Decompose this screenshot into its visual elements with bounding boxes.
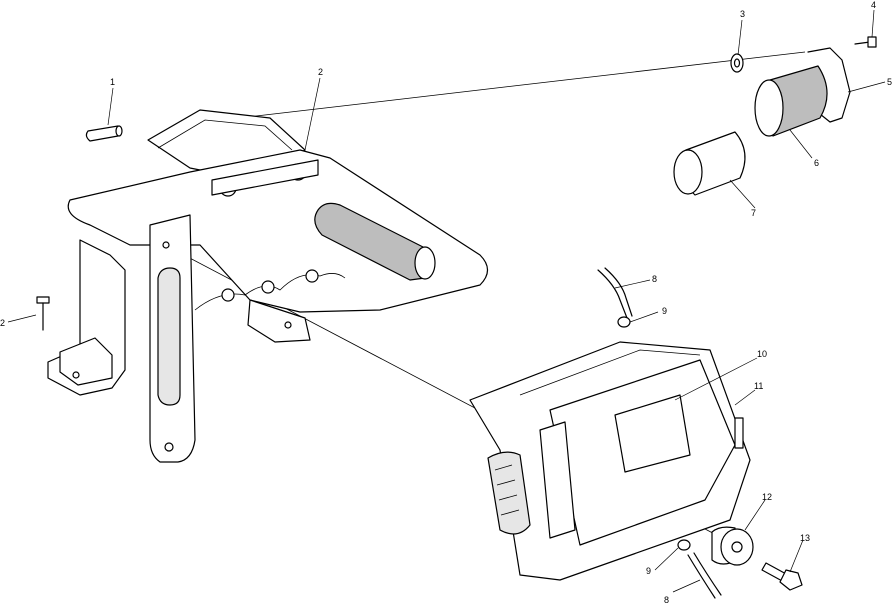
callout-4: 4 [871, 0, 876, 10]
part-8-wire-upper [597, 267, 633, 319]
part-3-star-washer [730, 53, 744, 73]
part-2-screw [36, 296, 50, 331]
callout-7: 7 [751, 208, 756, 218]
callout-12: 12 [762, 492, 772, 502]
callout-8-upper: 8 [652, 274, 657, 284]
callout-9-lower: 9 [646, 566, 651, 576]
part-11-control-module [469, 341, 751, 581]
part-6-cylinder [754, 65, 828, 137]
callout-13: 13 [800, 533, 810, 543]
callout-5: 5 [887, 77, 892, 87]
part-12-washer [711, 526, 754, 566]
callout-8-lower: 8 [664, 595, 669, 605]
callout-10: 10 [757, 349, 767, 359]
callout-9-upper: 9 [662, 306, 667, 316]
callout-6: 6 [814, 158, 819, 168]
part-8-wire-lower [687, 552, 722, 599]
part-13-bolt [761, 562, 803, 591]
part-10-label [614, 394, 691, 473]
part-7-sleeve [673, 131, 746, 196]
part-4-screw [854, 36, 877, 48]
part-2-bracket [47, 109, 489, 463]
part-1-pin [85, 125, 123, 142]
alignment-line-upper [204, 51, 806, 123]
leader-lines [7, 9, 886, 593]
callout-1: 1 [110, 77, 115, 87]
part-9-grommet-upper [617, 316, 631, 328]
callout-2-screw: 2 [0, 318, 5, 328]
callout-3: 3 [740, 9, 745, 19]
callout-11: 11 [754, 381, 763, 391]
callout-2-bracket: 2 [318, 67, 323, 77]
part-9-grommet-lower [677, 539, 691, 551]
